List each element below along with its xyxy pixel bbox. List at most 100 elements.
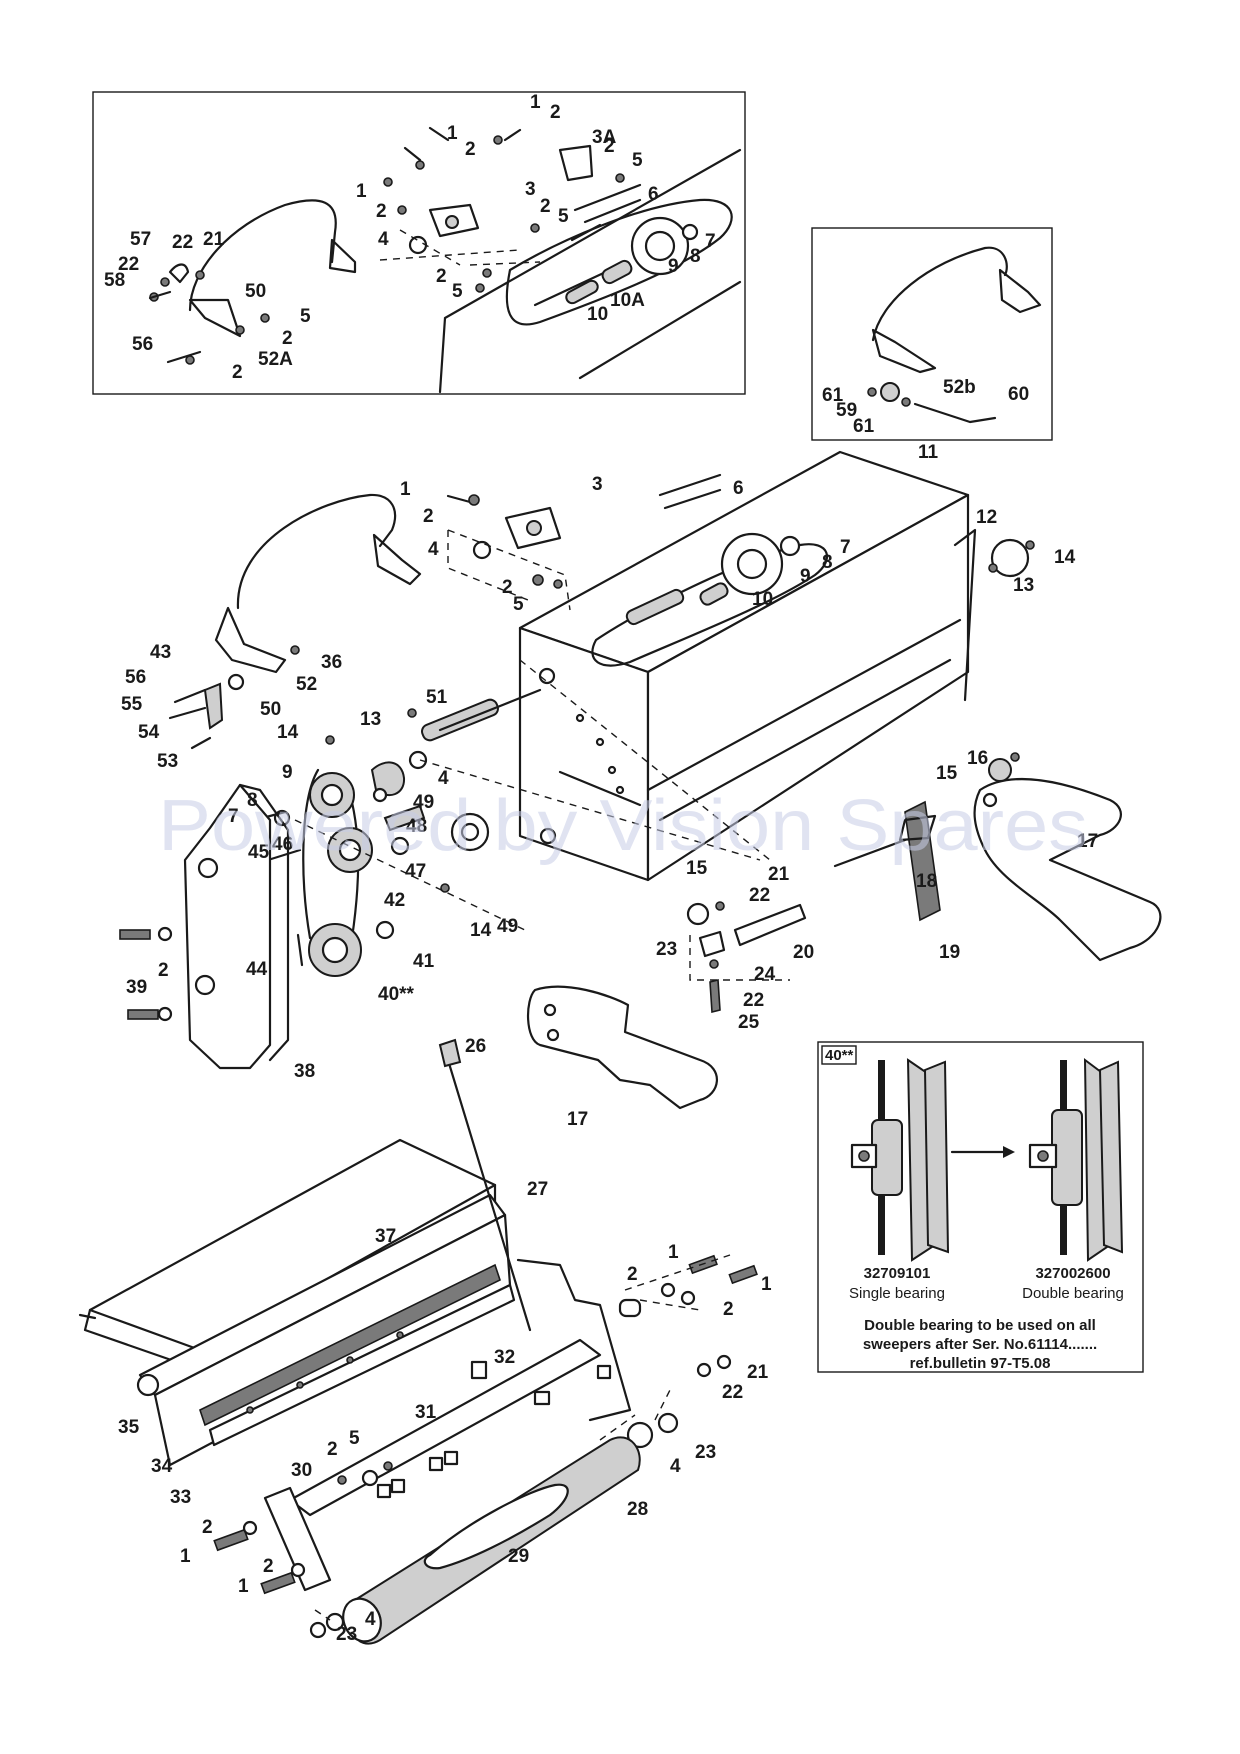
part-callout-label: 56 [132, 334, 153, 355]
part-callout-label: 35 [118, 1417, 140, 1438]
part-callout-label: 31 [415, 1402, 437, 1423]
part-callout-label: 59 [836, 400, 857, 421]
part-callout-label: 8 [690, 246, 701, 267]
part-callout-label: 52A [258, 349, 293, 370]
part-callout-label: 27 [527, 1179, 548, 1200]
part-callout-label: 49 [497, 916, 518, 937]
part-callout-label: 6 [648, 184, 659, 205]
part-callout-label: 56 [125, 667, 146, 688]
part-callout-label: 47 [405, 861, 426, 882]
part-callout-label: 7 [228, 806, 239, 827]
part-callout-label: 1 [447, 123, 458, 144]
part-callout-label: 2 [604, 136, 615, 157]
part-callout-label: 6 [733, 478, 744, 499]
part-callout-label: 3A [592, 127, 617, 148]
part-callout-label: 32 [494, 1347, 515, 1368]
part-callout-label: 22 [172, 232, 193, 253]
roller-assembly [78, 1038, 758, 1645]
part-callout-label: 1 [180, 1546, 191, 1567]
handle-assembly [168, 493, 422, 750]
part-callout-label: 29 [508, 1546, 529, 1567]
part-callout-label: 22 [118, 254, 139, 275]
part-callout-label: 3 [525, 179, 536, 200]
inset-note-line-1: Double bearing to be used on all [864, 1317, 1096, 1334]
part-callout-label: 2 [627, 1264, 638, 1285]
part-callout-label: 1 [400, 479, 411, 500]
part-callout-label: 10 [587, 304, 608, 325]
part-callout-label: 2 [436, 266, 447, 287]
part-callout-label: 37 [375, 1226, 396, 1247]
part-callout-label: 33 [170, 1487, 191, 1508]
part-callout-label: 2 [202, 1517, 213, 1538]
part-callout-label: 60 [1008, 384, 1029, 405]
part-callout-label: 28 [627, 1499, 648, 1520]
part-callout-label: 11 [918, 442, 939, 463]
part-callout-label: 46 [272, 834, 293, 855]
part-callout-label: 22 [743, 990, 764, 1011]
part-callout-label: 39 [126, 977, 147, 998]
part-callout-label: 38 [294, 1061, 315, 1082]
part-callout-label: 2 [282, 328, 293, 349]
part-callout-label: 1 [761, 1274, 772, 1295]
part-callout-label: 1 [668, 1242, 679, 1263]
part-callout-label: 21 [768, 864, 790, 885]
part-callout-label: 2 [327, 1439, 338, 1460]
part-callout-label: 43 [150, 642, 171, 663]
part-callout-label: 1 [238, 1576, 249, 1597]
part-callout-label: 17 [567, 1109, 588, 1130]
part-callout-label: 36 [321, 652, 342, 673]
part-callout-label: 4 [670, 1456, 681, 1477]
part-callout-label: 49 [413, 792, 434, 813]
part-callout-label: 3 [592, 474, 603, 495]
part-callout-label: 9 [282, 762, 293, 783]
part-callout-label: 2 [723, 1299, 734, 1320]
double-bearing-part-number: 327002600 [1035, 1265, 1110, 1282]
part-callout-label: 10A [610, 290, 645, 311]
part-callout-label: 14 [277, 722, 299, 743]
part-callout-label: 30 [291, 1460, 312, 1481]
watermark: Powered by Vision Spares [158, 786, 1088, 866]
part-callout-label: 54 [138, 722, 160, 743]
part-callout-label: 45 [248, 842, 270, 863]
belt-cover [119, 783, 290, 1070]
part-callout-label: 50 [245, 281, 266, 302]
part-callout-label: 5 [558, 206, 569, 227]
part-callout-label: 13 [360, 709, 381, 730]
single-bearing-illustration [850, 1058, 950, 1262]
part-callout-label: 13 [1013, 575, 1034, 596]
part-callout-label: 17 [1077, 831, 1098, 852]
part-callout-label: 26 [465, 1036, 486, 1057]
part-callout-label: 41 [413, 951, 435, 972]
inset-note-line-2: sweepers after Ser. No.61114....... [863, 1336, 1097, 1353]
part-callout-label: 7 [705, 231, 716, 252]
part-callout-label: 2 [550, 102, 561, 123]
part-callout-label: 42 [384, 890, 405, 911]
part-callout-label: 9 [668, 256, 679, 277]
part-callout-label: 48 [406, 816, 427, 837]
part-callout-label: 5 [513, 594, 524, 615]
part-callout-label: 21 [203, 229, 225, 250]
part-callout-label: 10 [752, 589, 773, 610]
part-callout-label: 20 [793, 942, 814, 963]
bearing-inset-box: 40** 32709101 Single bearing 327002600 D… [817, 1041, 1144, 1373]
part-callout-label: 22 [749, 885, 770, 906]
part-callout-label: 7 [840, 537, 851, 558]
part-callout-label: 12 [976, 507, 997, 528]
part-callout-label: 24 [754, 964, 776, 985]
part-callout-label: 40** [378, 984, 415, 1005]
drive-assembly [253, 659, 771, 977]
part-callout-label: 19 [939, 942, 960, 963]
part-callout-label: 22 [722, 1382, 743, 1403]
detail-box-top-left [92, 91, 746, 395]
part-callout-label: 5 [300, 306, 311, 327]
part-callout-label: 14 [1054, 547, 1076, 568]
double-bearing-illustration [1028, 1057, 1124, 1262]
part-callout-label: 44 [246, 959, 268, 980]
hopper-assembly [446, 450, 1035, 882]
part-callout-label: 8 [822, 552, 833, 573]
part-callout-label: 53 [157, 751, 178, 772]
part-callout-label: 57 [130, 229, 151, 250]
part-callout-label: 61 [853, 416, 875, 437]
part-callout-label: 9 [800, 566, 811, 587]
